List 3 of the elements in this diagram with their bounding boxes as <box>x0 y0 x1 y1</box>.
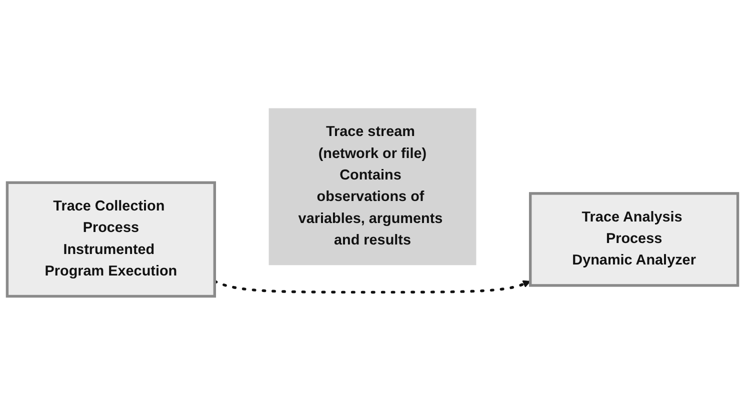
node-box: Trace stream (network or file) Contains observations of variables, arguments and results <box>268 108 476 265</box>
node-box: Trace Analysis Process Dynamic Analyzer <box>528 192 740 287</box>
node-box: Trace Collection Process Instrumented Program Execution <box>6 181 216 298</box>
